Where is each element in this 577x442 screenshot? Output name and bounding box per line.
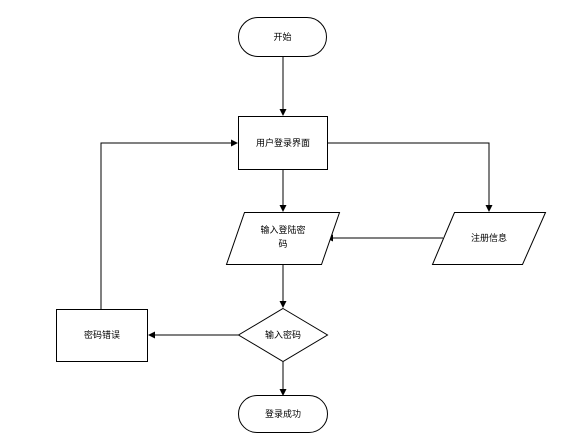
start-label: 开始 — [273, 31, 291, 43]
edge-login-to-input — [279, 170, 287, 212]
edge-check-to-success — [279, 362, 287, 396]
register-info-label: 注册信息 — [471, 232, 507, 244]
password-error-label: 密码错误 — [84, 329, 120, 341]
edge-start-to-login — [279, 57, 287, 116]
edge-error-to-login — [100, 139, 238, 309]
register-info-node: 注册信息 — [431, 212, 547, 265]
login-screen-label: 用户登录界面 — [256, 137, 310, 149]
login-success-node: 登录成功 — [238, 395, 328, 433]
edge-check-to-error — [148, 331, 239, 339]
password-error-node: 密码错误 — [56, 309, 148, 362]
edge-register-to-input — [326, 234, 443, 242]
input-credentials-label-line1: 输入登陆密 — [260, 224, 305, 236]
check-password-decision: 输入密码 — [237, 307, 329, 363]
check-password-label: 输入密码 — [265, 329, 301, 341]
input-credentials-node: 输入登陆密 码 — [225, 212, 341, 265]
start-node: 开始 — [238, 17, 327, 57]
login-success-label: 登录成功 — [265, 408, 301, 420]
input-credentials-label-line2: 码 — [278, 239, 287, 250]
edge-login-to-register — [328, 142, 493, 212]
edge-input-to-check — [279, 265, 287, 308]
login-screen-node: 用户登录界面 — [238, 116, 328, 170]
